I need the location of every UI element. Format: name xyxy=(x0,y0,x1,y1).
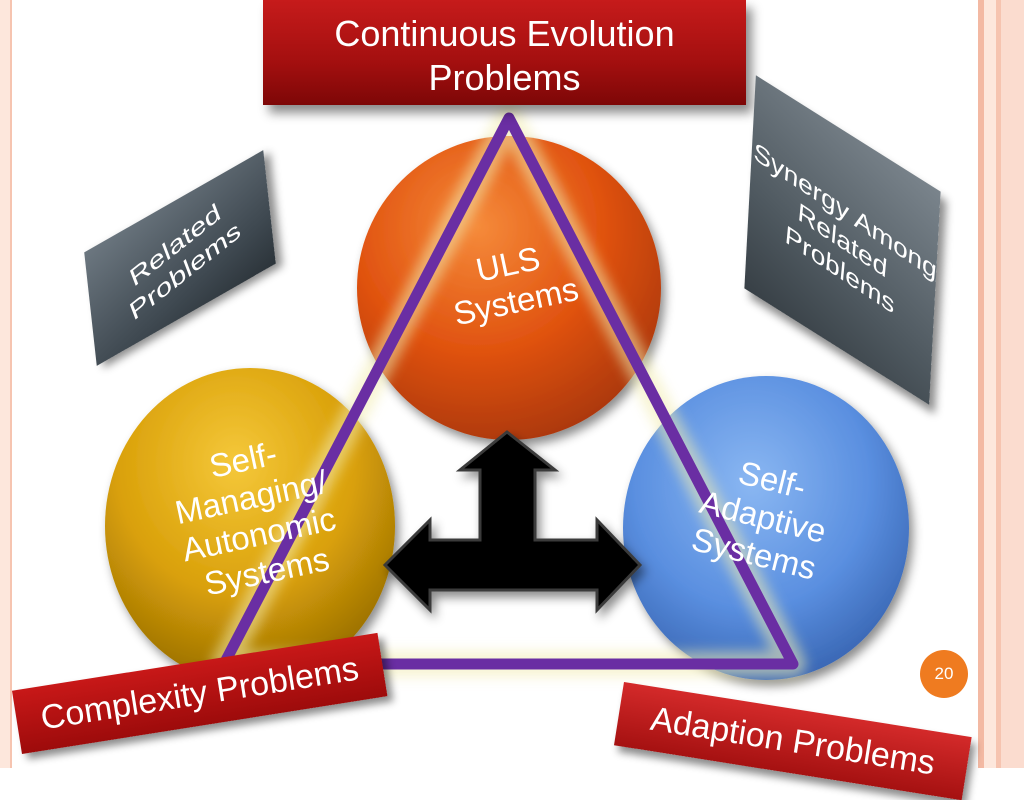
continuous-evolution-problems-box: Continuous Evolution Problems xyxy=(263,0,746,105)
page-number-badge: 20 xyxy=(920,650,968,698)
right-edge-stripe xyxy=(984,0,996,768)
purple-triangle xyxy=(218,112,799,670)
uls-circle xyxy=(357,136,661,440)
continuous-evolution-problems-label: Continuous Evolution Problems xyxy=(334,12,675,98)
right-edge-stripe xyxy=(978,0,984,768)
diagram-canvas xyxy=(105,105,909,684)
left-edge-stripe xyxy=(0,0,12,768)
right-edge-stripe xyxy=(1001,0,1024,768)
three-way-arrow xyxy=(382,430,643,614)
self-managing-circle xyxy=(105,368,395,684)
right-edge-stripe xyxy=(996,0,1001,768)
page-number: 20 xyxy=(934,664,954,683)
